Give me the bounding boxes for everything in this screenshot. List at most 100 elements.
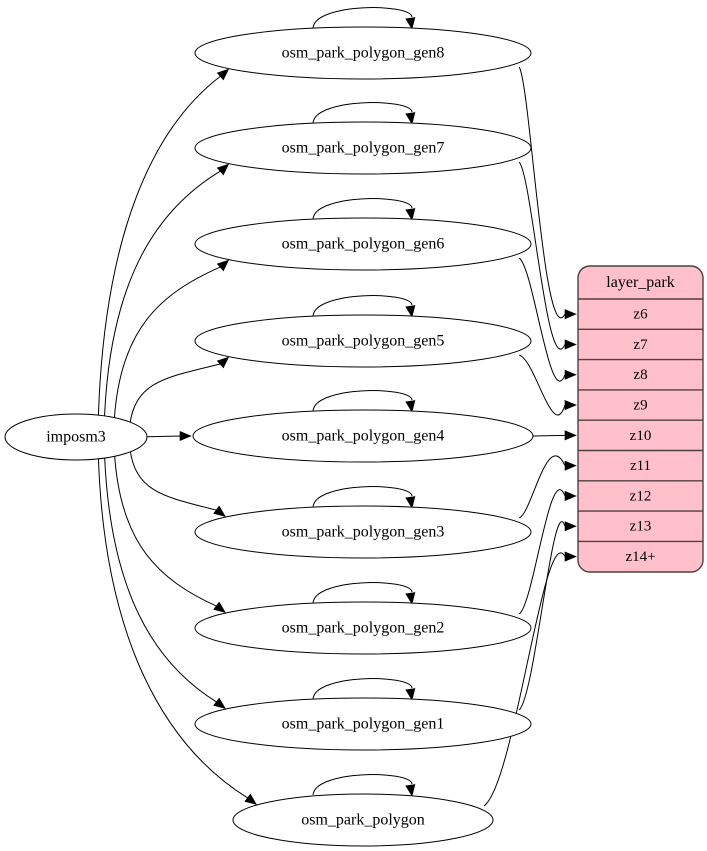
- edge-line: [129, 449, 218, 511]
- edge-imposm3-to-osm_park_polygon_gen4: [141, 430, 192, 442]
- edge-arrow-icon: [564, 490, 577, 502]
- node-label: osm_park_polygon_gen1: [282, 716, 445, 733]
- node-imposm3[interactable]: imposm3: [4, 413, 148, 461]
- node-osm_park_polygon[interactable]: osm_park_polygon: [232, 793, 494, 847]
- node-shape: [194, 601, 532, 655]
- edge-arrow-icon: [216, 68, 230, 81]
- edge-osm_park_polygon_gen3-to-z11: [518, 455, 577, 519]
- table-row-label-z8: z8: [633, 367, 647, 383]
- edge-line: [518, 161, 566, 350]
- node-shape: [194, 217, 532, 271]
- node-label: osm_park_polygon_gen7: [282, 140, 445, 157]
- edge-line: [113, 266, 222, 419]
- edge-line: [518, 66, 566, 319]
- edge-line: [519, 354, 566, 416]
- node-shape: [194, 697, 532, 751]
- edge-osm_park_polygon-to-z14+: [483, 551, 577, 807]
- edge-imposm3-to-osm_park_polygon_gen2: [114, 455, 226, 613]
- edge-arrow-icon: [213, 601, 226, 613]
- node-label: osm_park_polygon_gen3: [282, 524, 445, 541]
- edge-line: [518, 455, 566, 519]
- node-label: imposm3: [46, 429, 106, 446]
- edge-arrow-icon: [564, 339, 577, 350]
- self-loop-osm_park_polygon_gen8: [312, 7, 416, 30]
- table-header-label: layer_park: [606, 274, 674, 291]
- node-shape: [194, 505, 532, 559]
- table-row-label-z10: z10: [630, 428, 652, 444]
- edge-osm_park_polygon_gen6-to-z8: [518, 257, 577, 382]
- node-osm_park_polygon_gen3[interactable]: osm_park_polygon_gen3: [194, 505, 532, 559]
- node-osm_park_polygon_gen2[interactable]: osm_park_polygon_gen2: [194, 601, 532, 655]
- node-osm_park_polygon_gen1[interactable]: osm_park_polygon_gen1: [194, 697, 532, 751]
- self-loop-line: [312, 774, 413, 796]
- self-loop-osm_park_polygon_gen1: [312, 678, 416, 701]
- table-row-label-z11: z11: [630, 458, 651, 474]
- self-loop-line: [312, 678, 413, 700]
- self-loop-line: [312, 102, 413, 124]
- self-loop-arrow-icon: [405, 688, 416, 701]
- edge-osm_park_polygon_gen5-to-z9: [519, 354, 577, 416]
- self-loop-arrow-icon: [405, 17, 416, 30]
- edge-arrow-icon: [564, 309, 577, 320]
- edge-osm_park_polygon_gen2-to-z12: [518, 489, 577, 615]
- table-row-label-z14+: z14+: [625, 549, 655, 565]
- node-osm_park_polygon_gen8[interactable]: osm_park_polygon_gen8: [194, 26, 532, 80]
- node-shape: [194, 121, 532, 175]
- self-loop-line: [312, 198, 413, 220]
- edge-arrow-icon: [213, 697, 226, 709]
- self-loop-arrow-icon: [405, 112, 416, 125]
- edge-imposm3-to-osm_park_polygon_gen6: [113, 259, 230, 419]
- self-loop-arrow-icon: [405, 400, 416, 413]
- edge-arrow-icon: [216, 259, 230, 272]
- edge-line: [518, 521, 566, 711]
- edge-arrow-icon: [216, 356, 230, 369]
- edge-arrow-icon: [179, 430, 192, 442]
- self-loop-osm_park_polygon_gen7: [312, 102, 416, 125]
- self-loop-line: [312, 7, 413, 29]
- self-loop-osm_park_polygon_gen6: [312, 198, 416, 221]
- edge-arrow-icon: [213, 505, 226, 517]
- node-shape: [194, 314, 532, 368]
- edge-line: [518, 489, 566, 615]
- node-osm_park_polygon_gen7[interactable]: osm_park_polygon_gen7: [194, 121, 532, 175]
- self-loop-arrow-icon: [405, 305, 416, 318]
- edge-imposm3-to-osm_park_polygon_gen5: [129, 356, 230, 425]
- node-label: osm_park_polygon_gen6: [282, 236, 445, 253]
- edge-line: [141, 435, 182, 438]
- self-loop-osm_park_polygon_gen5: [312, 295, 416, 318]
- edge-arrow-icon: [564, 430, 577, 441]
- edge-arrow-icon: [216, 163, 230, 176]
- edge-imposm3-to-osm_park_polygon_gen8: [97, 68, 230, 416]
- node-osm_park_polygon_gen5[interactable]: osm_park_polygon_gen5: [194, 314, 532, 368]
- node-label: osm_park_polygon_gen5: [282, 333, 445, 350]
- edge-line: [97, 458, 249, 799]
- table-row-label-z12: z12: [630, 488, 652, 504]
- node-osm_park_polygon_gen6[interactable]: osm_park_polygon_gen6: [194, 217, 532, 271]
- edge-osm_park_polygon_gen4-to-z10: [532, 430, 577, 441]
- edge-line: [104, 457, 218, 703]
- edge-arrow-icon: [564, 460, 577, 471]
- edge-arrow-icon: [564, 521, 577, 532]
- self-loop-arrow-icon: [405, 496, 416, 509]
- edge-arrow-icon: [244, 793, 258, 805]
- table-row-label-z7: z7: [633, 337, 648, 353]
- table-row-label-z6: z6: [633, 307, 648, 323]
- edge-line: [103, 170, 222, 417]
- edge-imposm3-to-osm_park_polygon: [97, 458, 258, 805]
- edge-imposm3-to-osm_park_polygon_gen1: [104, 457, 226, 709]
- edge-arrow-icon: [564, 399, 577, 411]
- self-loop-osm_park_polygon_gen2: [312, 582, 416, 605]
- layer-park-table[interactable]: layer_park z6 z7 z8 z9 z10 z11 z12 z13 z14+: [577, 265, 704, 573]
- self-loop-arrow-icon: [405, 592, 416, 605]
- node-osm_park_polygon_gen4[interactable]: osm_park_polygon_gen4: [192, 409, 534, 463]
- self-loop-osm_park_polygon_gen3: [312, 486, 416, 509]
- edge-line: [129, 363, 222, 425]
- edge-line: [532, 434, 566, 437]
- table-row-label-z13: z13: [630, 519, 652, 535]
- node-shape: [232, 793, 494, 847]
- table-background: [577, 265, 704, 573]
- nodes-layer: imposm3 osm_park_polygon_gen8 osm_park_pol…: [4, 26, 534, 847]
- table-row-label-z9: z9: [633, 397, 647, 413]
- self-loop-line: [312, 486, 413, 508]
- node-label: osm_park_polygon: [301, 812, 425, 829]
